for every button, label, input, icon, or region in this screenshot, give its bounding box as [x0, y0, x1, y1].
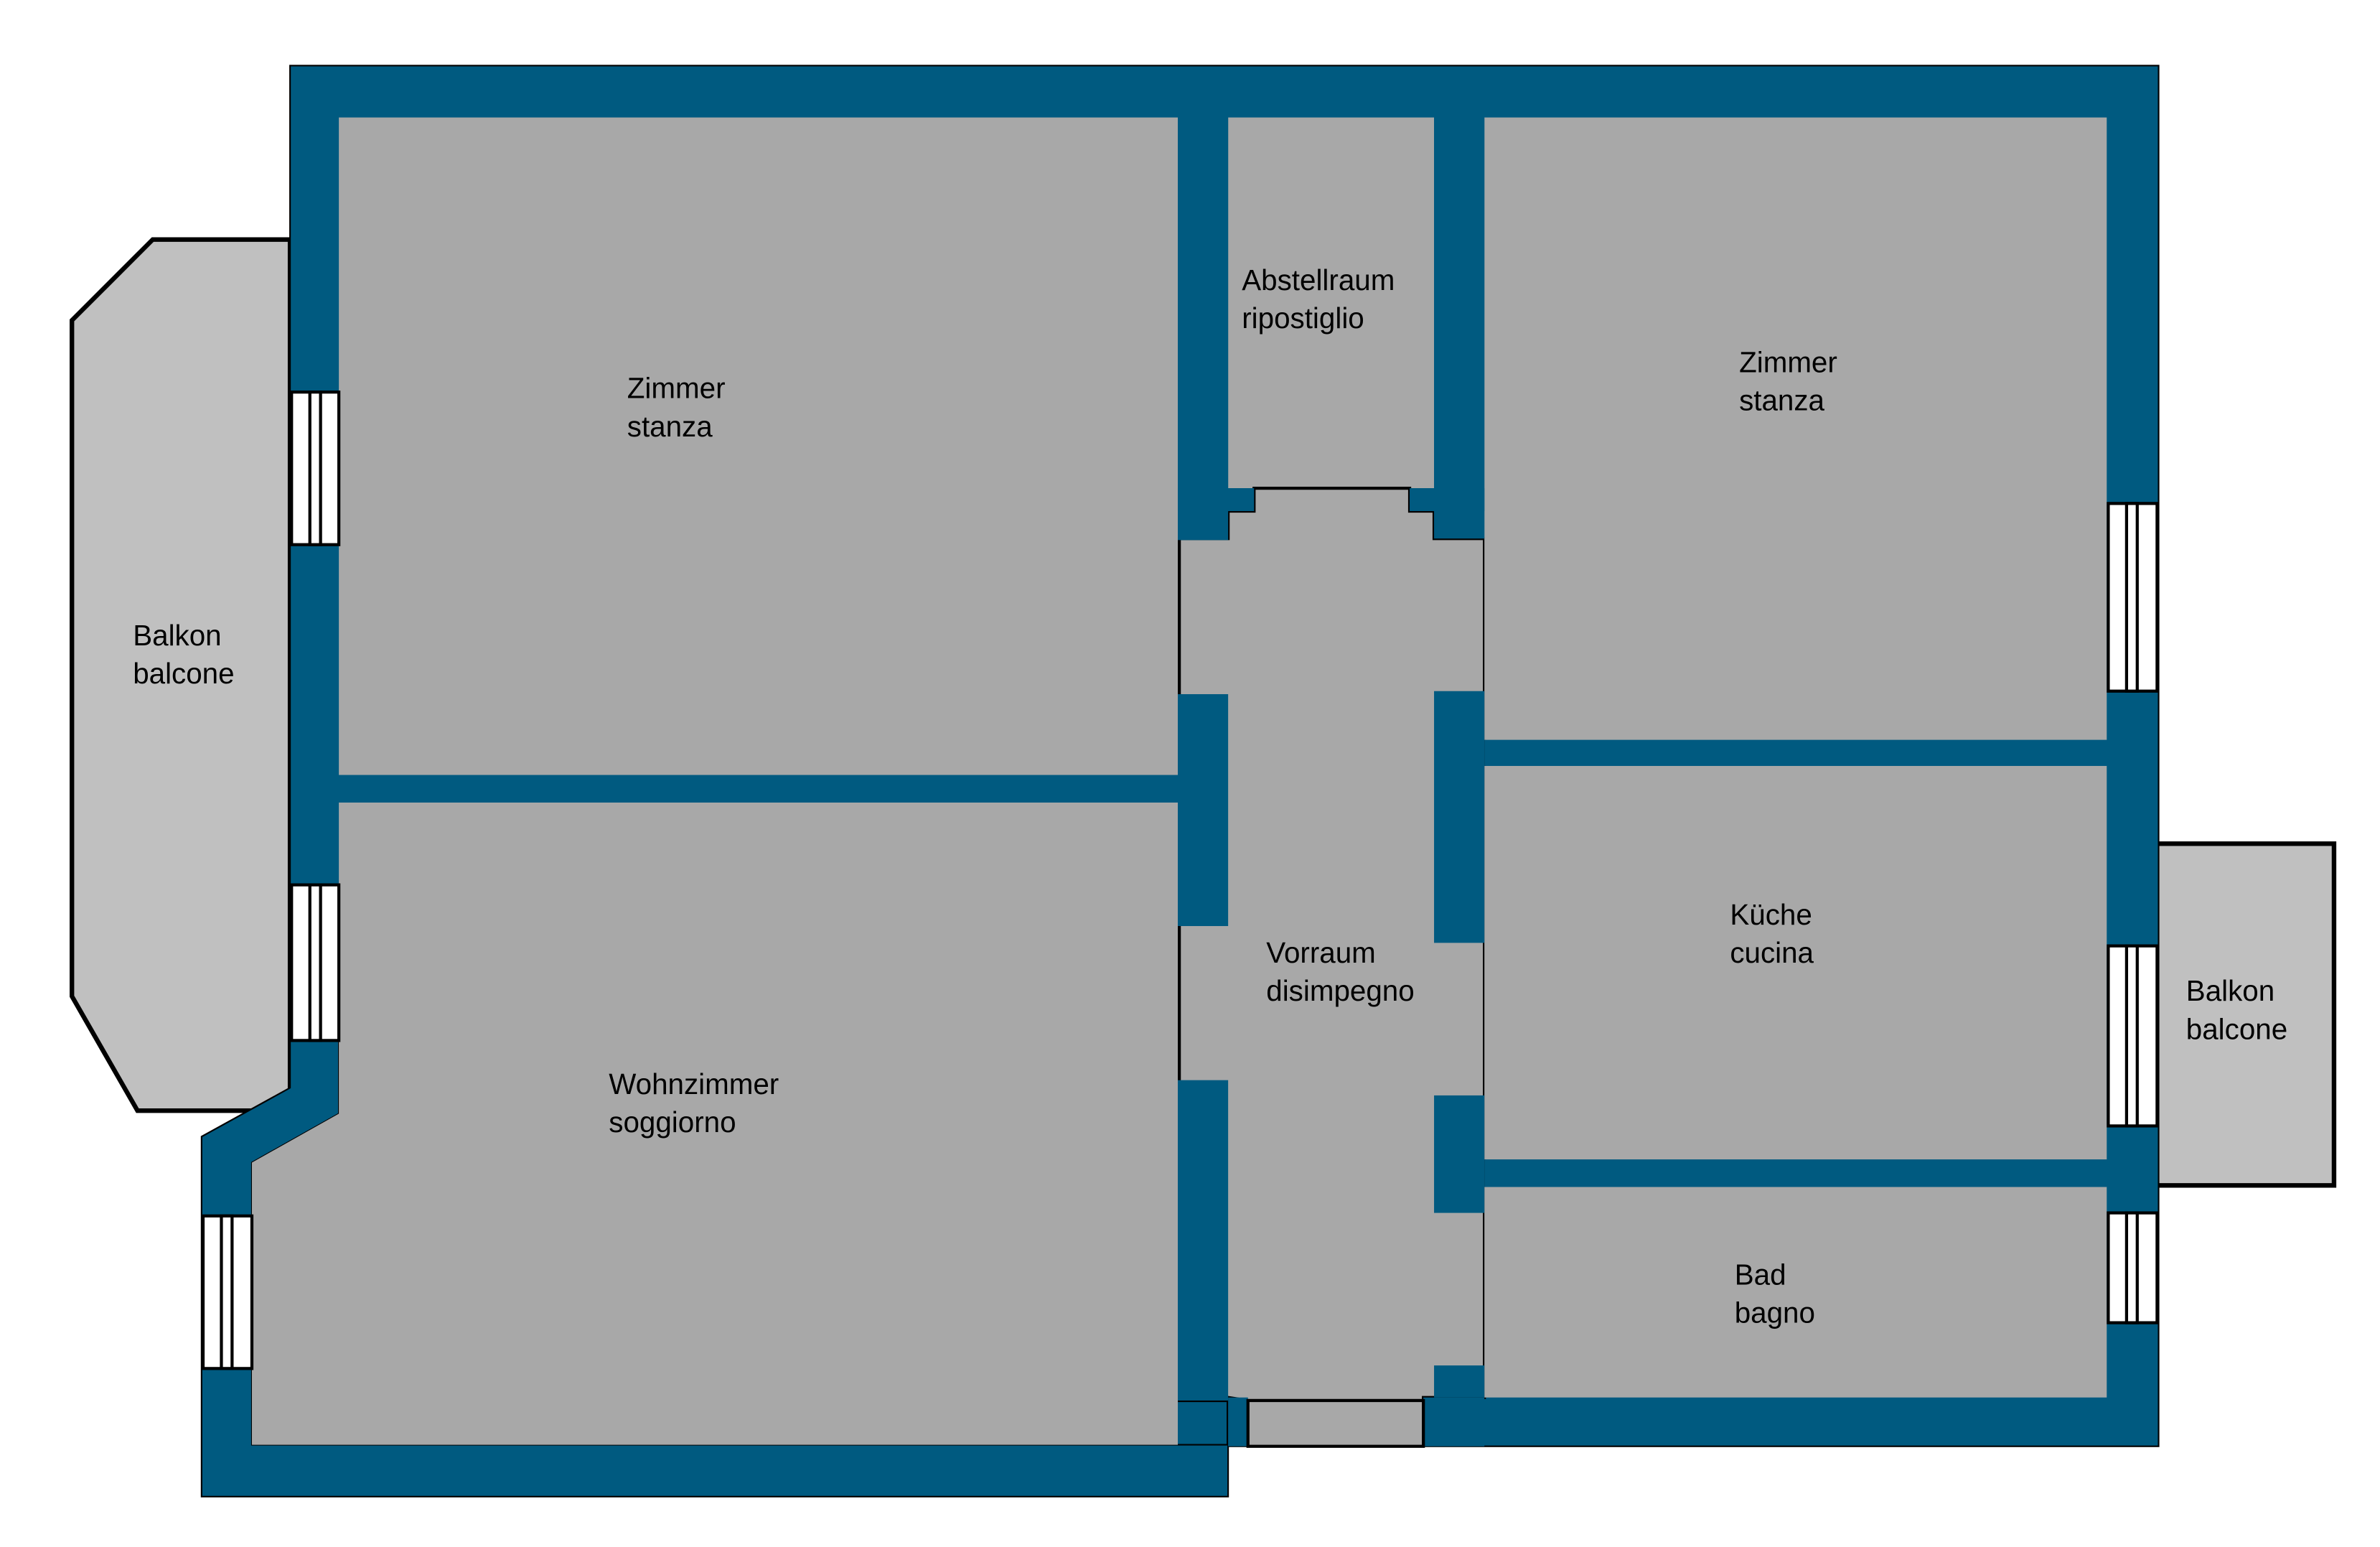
window — [2107, 944, 2159, 1128]
room-abstellraum — [1228, 117, 1435, 489]
label-zimmer-left-it: stanza — [627, 410, 713, 443]
balcony-right — [2153, 841, 2337, 1188]
corridor-walls — [339, 117, 2107, 1446]
label-zimmer-right-it: stanza — [1739, 384, 1824, 417]
room-zimmer-left — [339, 117, 1178, 775]
label-zimmer-right-de: Zimmer — [1739, 346, 1837, 379]
label-bad-de: Bad — [1735, 1258, 1786, 1291]
label-vorraum-de: Vorraum — [1266, 936, 1376, 969]
label-abstellraum-it: ripostiglio — [1242, 302, 1364, 335]
window — [290, 883, 341, 1042]
label-zimmer-left-de: Zimmer — [627, 372, 726, 405]
label-bad-it: bagno — [1735, 1296, 1815, 1329]
label-balkon-right-de: Balkon — [2186, 974, 2274, 1007]
room-zimmer-right — [1484, 117, 2107, 740]
room-wohnzimmer — [251, 802, 1178, 1445]
label-balkon-left-de: Balkon — [133, 619, 221, 652]
windows — [201, 391, 2159, 1370]
window — [2107, 1211, 2159, 1324]
label-vorraum-it: disimpegno — [1266, 974, 1414, 1007]
window — [201, 1214, 254, 1370]
label-wohnzimmer-de: Wohnzimmer — [609, 1067, 779, 1100]
room-kueche — [1484, 765, 2107, 1160]
window — [2107, 502, 2159, 693]
window — [290, 391, 341, 546]
label-wohnzimmer-it: soggiorno — [609, 1106, 736, 1139]
label-balkon-right-it: balcone — [2186, 1012, 2287, 1045]
entrance-door — [1246, 1398, 1425, 1448]
label-kueche-it: cucina — [1730, 936, 1814, 969]
label-kueche-de: Küche — [1730, 898, 1812, 931]
label-balkon-left-it: balcone — [133, 657, 234, 690]
label-abstellraum-de: Abstellraum — [1242, 263, 1395, 296]
room-bad — [1484, 1187, 2107, 1398]
